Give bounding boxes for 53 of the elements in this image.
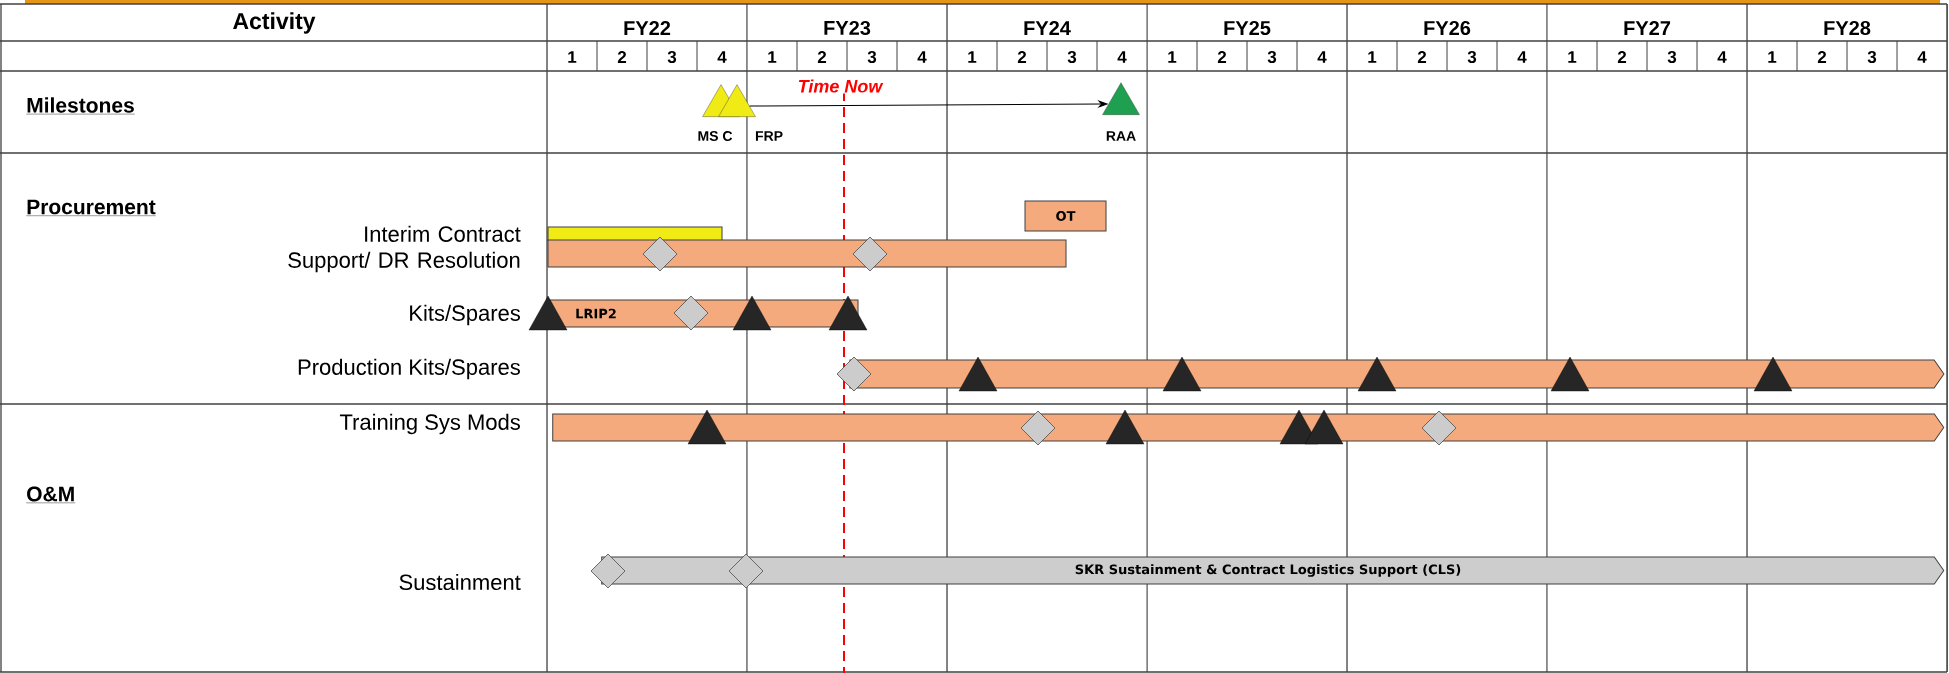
year-label: FY25: [1224, 20, 1271, 36]
quarter-label: 4: [1917, 51, 1927, 63]
row-label: Production Kits/Spares: [298, 358, 520, 380]
quarter-label: 3: [867, 50, 877, 64]
year-label: FY24: [1024, 21, 1071, 35]
schedule-arrow-bar: [552, 413, 1945, 442]
year-label: FY27: [1624, 21, 1671, 35]
quarter-label: 3: [1467, 50, 1477, 64]
milestone-label: RAA: [1106, 131, 1136, 141]
quarter-label: 2: [1417, 51, 1427, 63]
milestone-label: MS C: [698, 131, 733, 141]
quarter-label: 1: [1168, 51, 1177, 63]
quarter-label: 1: [1568, 51, 1577, 63]
section-heading: O&M: [26, 486, 76, 504]
quarter-label: 2: [1217, 51, 1227, 63]
milestone-label: FRP: [755, 131, 783, 141]
section-heading: Milestones: [26, 97, 135, 115]
year-label: FY26: [1424, 20, 1471, 36]
quarter-label: 2: [817, 51, 827, 63]
row-label: Kits/Spares: [410, 304, 520, 326]
year-label: FY23: [824, 20, 871, 36]
quarter-label: 4: [717, 51, 727, 63]
row-label: Training Sys Mods: [339, 413, 520, 435]
quarter-label: 2: [1017, 51, 1027, 63]
quarter-label: 1: [968, 51, 977, 63]
schedule-bar: OT: [1024, 200, 1107, 232]
quarter-label: 4: [1517, 51, 1527, 63]
schedule-arrow-bar: SKR Sustainment & Contract Logistics Support (CLS): [601, 556, 1945, 585]
year-label: FY22: [624, 21, 671, 35]
section-heading: Procurement: [26, 199, 156, 216]
quarter-label: 1: [568, 51, 577, 63]
quarter-label: 1: [1768, 51, 1777, 63]
quarter-label: 3: [1867, 50, 1877, 64]
quarter-label: 1: [1368, 51, 1377, 63]
quarter-label: 4: [917, 51, 927, 63]
quarter-label: 4: [1117, 51, 1127, 63]
quarter-label: 4: [1317, 51, 1327, 63]
quarter-label: 3: [1667, 50, 1677, 64]
quarter-label: 3: [667, 50, 677, 64]
row-label: Interim Contract Support/ DR Resolution: [288, 225, 521, 273]
year-label: FY28: [1824, 20, 1871, 36]
row-label: Sustainment: [399, 573, 521, 591]
schedule-bar: [547, 239, 1067, 268]
time-now-label: Time Now: [796, 78, 884, 94]
quarter-label: 2: [1617, 51, 1627, 63]
arrow: [749, 100, 1108, 108]
column-header: Activity: [233, 12, 316, 34]
quarter-label: 3: [1067, 50, 1077, 64]
quarter-label: 2: [617, 51, 627, 63]
quarter-label: 3: [1267, 50, 1277, 64]
quarter-label: 4: [1717, 51, 1727, 63]
quarter-label: 2: [1817, 51, 1827, 63]
quarter-label: 1: [768, 51, 777, 63]
